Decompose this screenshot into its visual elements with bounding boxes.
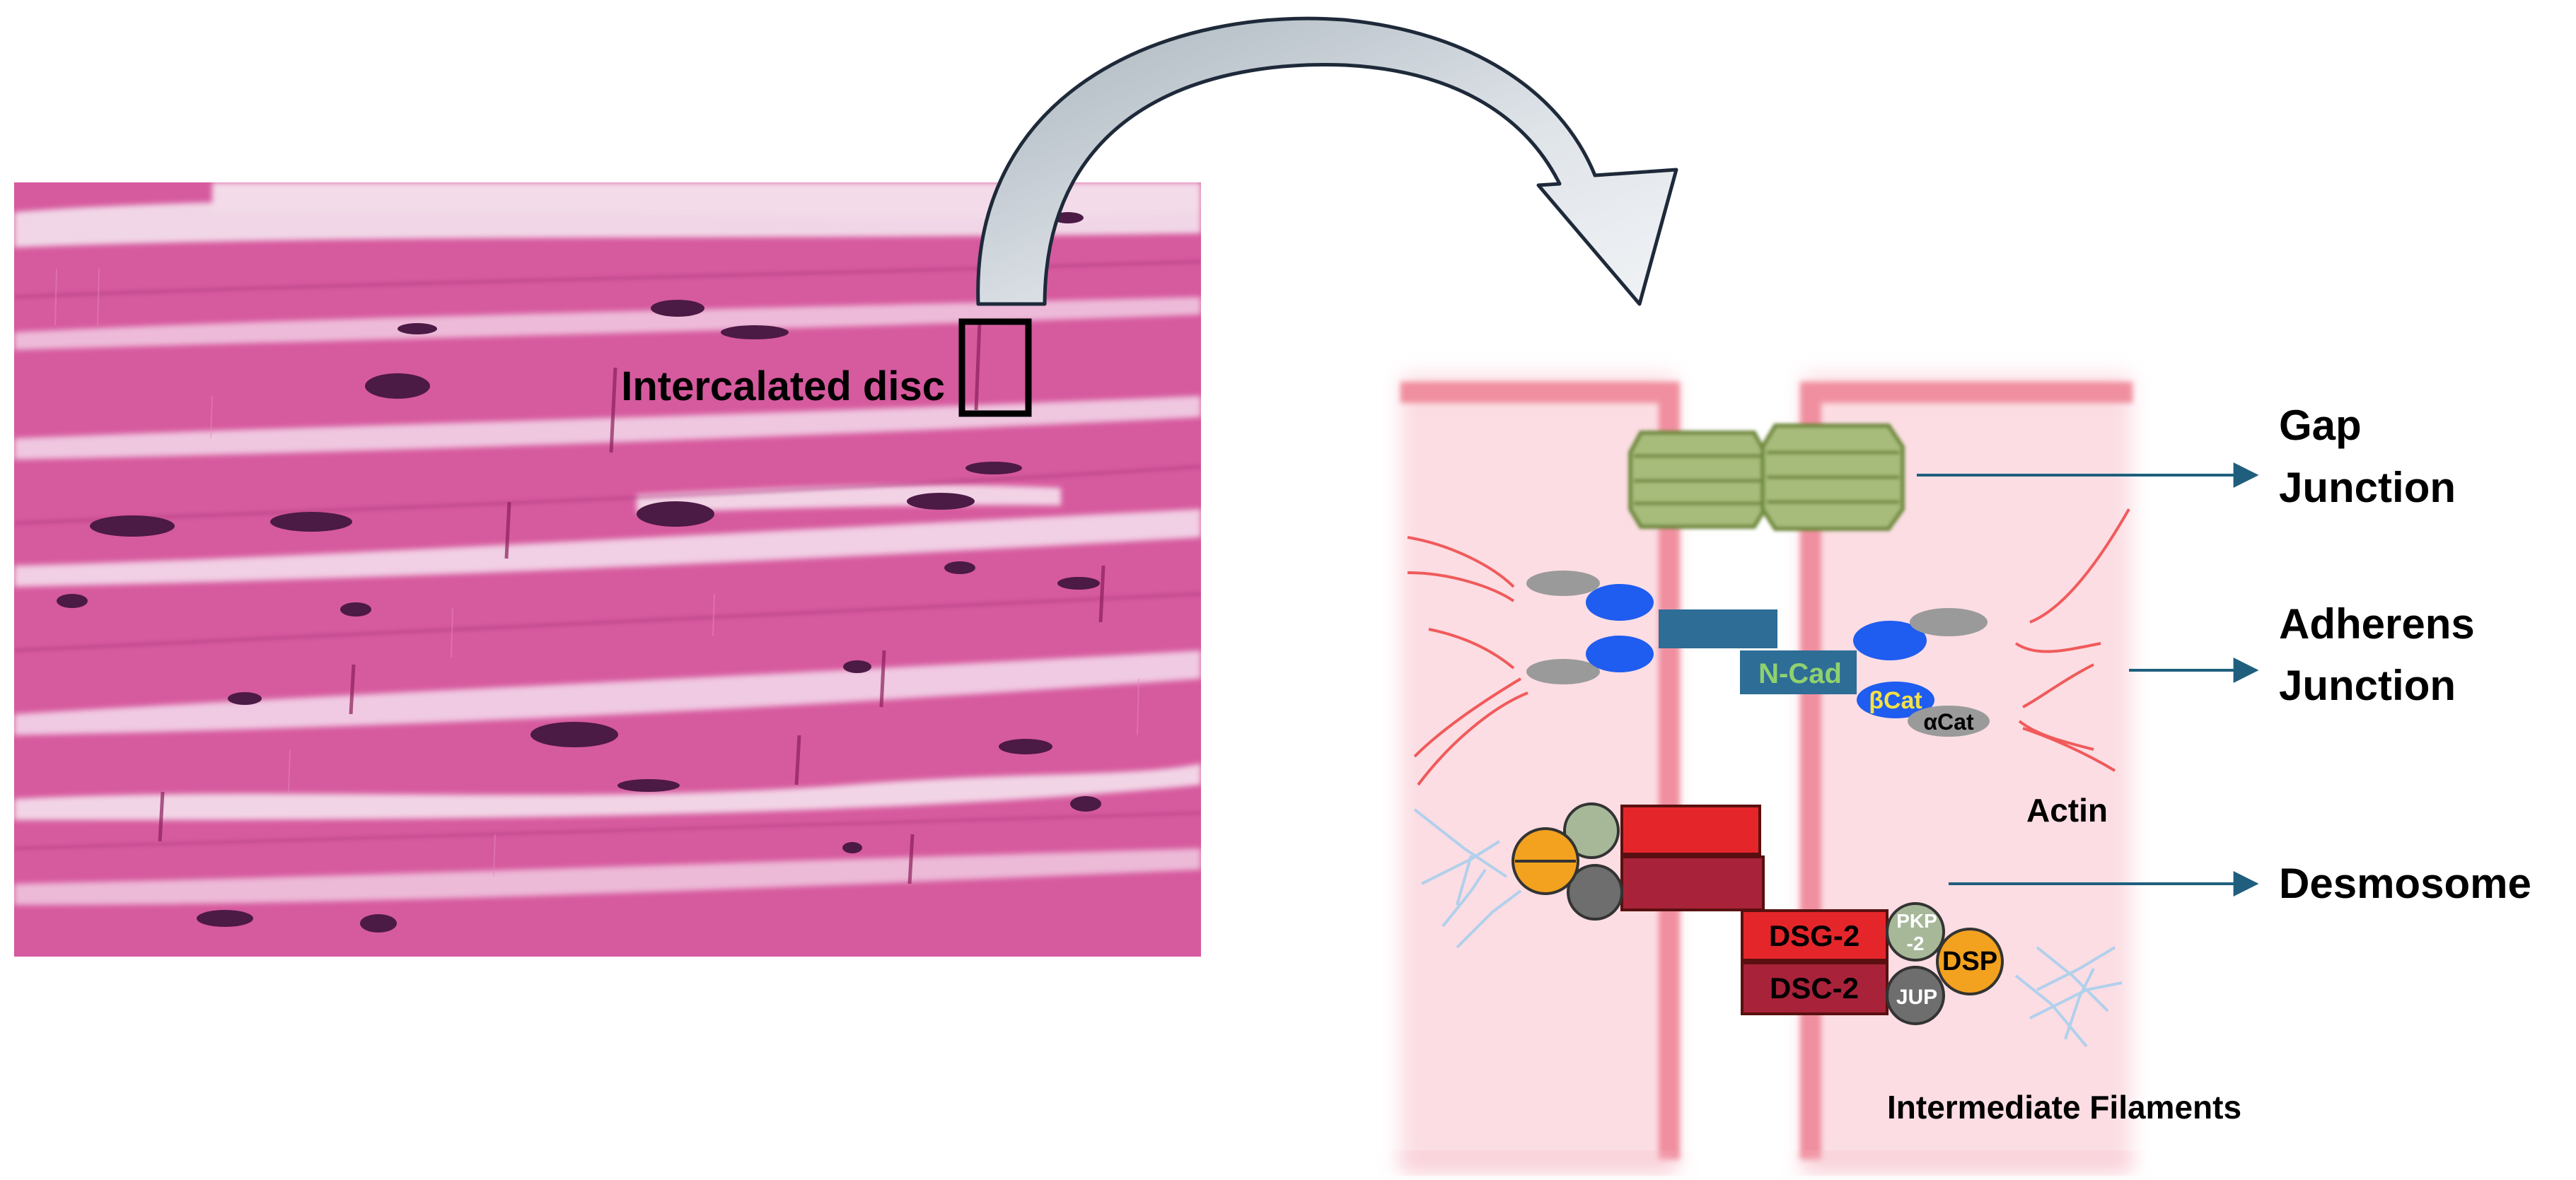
adherens-junction-label-line2: Junction	[2279, 662, 2456, 709]
jup-label: JUP	[1896, 986, 1937, 1009]
desmosome: DSG-2 DSC-2 PKP -2 DSP JUP	[1512, 802, 2004, 1025]
gap-junction-label-line2: Junction	[2279, 464, 2456, 511]
dsg2-left	[1620, 805, 1761, 855]
jup-right	[1886, 966, 1945, 1025]
ncad-label: N-Cad	[1758, 658, 1842, 689]
pkp2-label-line1: PKP	[1896, 910, 1937, 932]
bcat-left-lower	[1586, 636, 1654, 672]
ncad-left	[1659, 609, 1777, 648]
actin-label: Actin	[2026, 792, 2108, 829]
acat-left-upper	[1526, 571, 1600, 596]
pkp2-label-line2: -2	[1907, 933, 1925, 954]
dsp-label: DSP	[1942, 947, 1997, 976]
dsg2-label: DSG-2	[1769, 919, 1860, 952]
desmosome-label: Desmosome	[2279, 860, 2531, 907]
bcat-label: βCat	[1869, 687, 1922, 714]
jup-left	[1567, 864, 1623, 921]
acat-left-lower	[1526, 659, 1600, 684]
pkp2-left	[1563, 802, 1620, 859]
bcat-right-lower	[1857, 682, 1934, 718]
gap-junction-label-line1: Gap	[2279, 402, 2362, 449]
gap-junction-connexon	[1628, 423, 1905, 531]
dsg2-right	[1741, 909, 1889, 962]
acat-right-upper	[1910, 608, 1988, 636]
dsc2-left	[1620, 855, 1765, 911]
intercalated-disc-box	[958, 318, 1032, 417]
intercalated-disc-label: Intercalated disc	[621, 363, 945, 409]
intermediate-filaments	[1413, 808, 2123, 1048]
dsp-right	[1936, 928, 2004, 995]
histology-micrograph	[14, 182, 1201, 957]
acat-right-lower	[1908, 706, 1990, 737]
bcat-right-upper	[1853, 621, 1927, 660]
dsc2-label: DSC-2	[1770, 971, 1859, 1005]
acat-label: αCat	[1923, 709, 1974, 735]
pkp2-right	[1886, 902, 1945, 962]
adherens-junction-label-line1: Adherens	[2279, 600, 2475, 648]
adherens-junction: N-Cad βCat αCat	[1526, 571, 1990, 737]
zoom-arrow	[976, 16, 1678, 306]
actin-filaments	[1407, 508, 2130, 786]
ncad-right	[1740, 650, 1857, 694]
right-cell-membrane	[1800, 382, 2133, 1159]
bcat-left-upper	[1586, 584, 1654, 621]
intermediate-filaments-label: Intermediate Filaments	[1887, 1089, 2241, 1126]
